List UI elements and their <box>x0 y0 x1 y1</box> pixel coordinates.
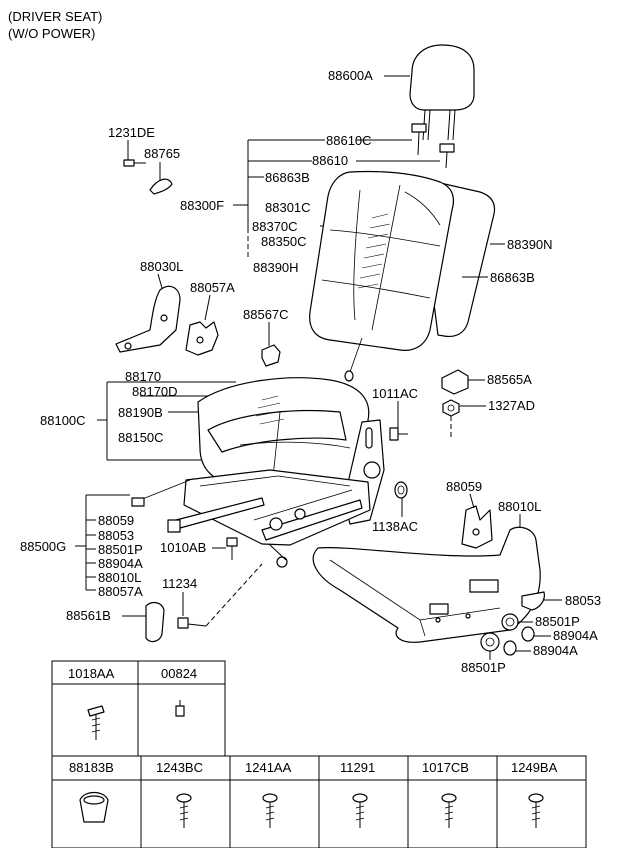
fastener-1249BA <box>528 793 544 828</box>
table-header-1241AA: 1241AA <box>245 760 292 775</box>
label-88057A-top: 88057A <box>190 280 235 295</box>
label-88100C: 88100C <box>40 413 86 428</box>
bolt-11234 <box>177 617 207 629</box>
label-88500G: 88500G <box>20 539 66 554</box>
ring-88904A-1 <box>521 626 535 642</box>
label-88610C: 88610C <box>326 133 372 148</box>
knob-88501P-bottom <box>480 632 500 652</box>
headrest-guide-88610C <box>411 123 427 156</box>
label-1138AC: 1138AC <box>372 519 418 534</box>
label-88190B: 88190B <box>118 405 163 420</box>
cover-88561B <box>145 601 165 643</box>
table-header-1017CB: 1017CB <box>422 760 469 775</box>
label-88170: 88170 <box>125 369 161 384</box>
side-cover-88010L <box>312 526 541 643</box>
clip-88567C <box>261 344 281 367</box>
fastener-1017CB <box>441 793 457 828</box>
label-88010L-right: 88010L <box>498 499 541 514</box>
fastener-table <box>51 660 587 848</box>
label-88350C: 88350C <box>261 234 307 249</box>
fastener-1018AA <box>87 705 105 740</box>
seat-track <box>167 469 371 568</box>
label-11234: 11234 <box>162 576 197 591</box>
label-88561B: 88561B <box>66 608 111 623</box>
label-88053: 88053 <box>98 528 134 543</box>
label-1011AC: 1011AC <box>372 386 418 401</box>
fastener-88183B <box>79 791 109 823</box>
label-88501P-right: 88501P <box>535 614 580 629</box>
label-88765: 88765 <box>144 146 180 161</box>
table-header-1018AA: 1018AA <box>68 666 115 681</box>
label-1231DE: 1231DE <box>108 125 155 140</box>
header-without-power: (W/O POWER) <box>8 26 95 41</box>
fastener-1243BC <box>176 793 192 828</box>
label-88600A: 88600A <box>328 68 373 83</box>
knob-88053 <box>521 591 545 611</box>
label-88904A-r2: 88904A <box>533 643 578 658</box>
label-86863B-top: 86863B <box>265 170 310 185</box>
headrest <box>409 44 475 141</box>
label-88059: 88059 <box>98 513 134 528</box>
fastener-1241AA <box>262 793 278 828</box>
headrest-guide-88610 <box>439 143 455 169</box>
bolt-1011AC <box>389 427 408 441</box>
cap-88565A <box>441 369 469 395</box>
nut-1327AD <box>442 399 460 417</box>
label-88565A: 88565A <box>487 372 532 387</box>
fastener-11291 <box>352 793 368 828</box>
label-88567C: 88567C <box>243 307 289 322</box>
label-88301C: 88301C <box>265 200 311 215</box>
label-88904A-r1: 88904A <box>553 628 598 643</box>
label-1010AB: 1010AB <box>160 540 206 555</box>
label-88053-right: 88053 <box>565 593 601 608</box>
table-header-88183B: 88183B <box>69 760 114 775</box>
table-header-00824: 00824 <box>161 666 197 681</box>
label-88300F: 88300F <box>180 198 224 213</box>
cover-88030L <box>115 285 181 353</box>
ring-88904A-2 <box>503 640 517 656</box>
label-88501P-bottom: 88501P <box>461 660 506 675</box>
label-88390H: 88390H <box>253 260 299 275</box>
bolt-1010AB <box>226 537 238 560</box>
table-header-1249BA: 1249BA <box>511 760 558 775</box>
header-driver-seat: (DRIVER SEAT) <box>8 9 102 24</box>
fastener-00824 <box>175 700 185 717</box>
label-1327AD: 1327AD <box>488 398 535 413</box>
label-88370C: 88370C <box>252 219 298 234</box>
table-header-1243BC: 1243BC <box>156 760 203 775</box>
knob-88501P-right <box>501 613 519 631</box>
label-88170D: 88170D <box>132 384 178 399</box>
label-88150C: 88150C <box>118 430 164 445</box>
label-88904A: 88904A <box>98 556 143 571</box>
table-header-11291: 11291 <box>340 760 375 775</box>
bolt-1231DE <box>123 159 146 167</box>
bracket-88057A-top <box>185 321 219 356</box>
label-88501P: 88501P <box>98 542 143 557</box>
nut-1138AC <box>394 481 408 499</box>
label-88059-right: 88059 <box>446 479 482 494</box>
seatback <box>309 171 496 351</box>
label-88010L: 88010L <box>98 570 141 585</box>
label-88030L: 88030L <box>140 259 183 274</box>
label-88610: 88610 <box>312 153 348 168</box>
label-86863B-side: 86863B <box>490 270 535 285</box>
clip-88765 <box>149 178 173 195</box>
label-88390N: 88390N <box>507 237 553 252</box>
label-88057A: 88057A <box>98 584 143 599</box>
bracket-88059 <box>461 505 493 549</box>
